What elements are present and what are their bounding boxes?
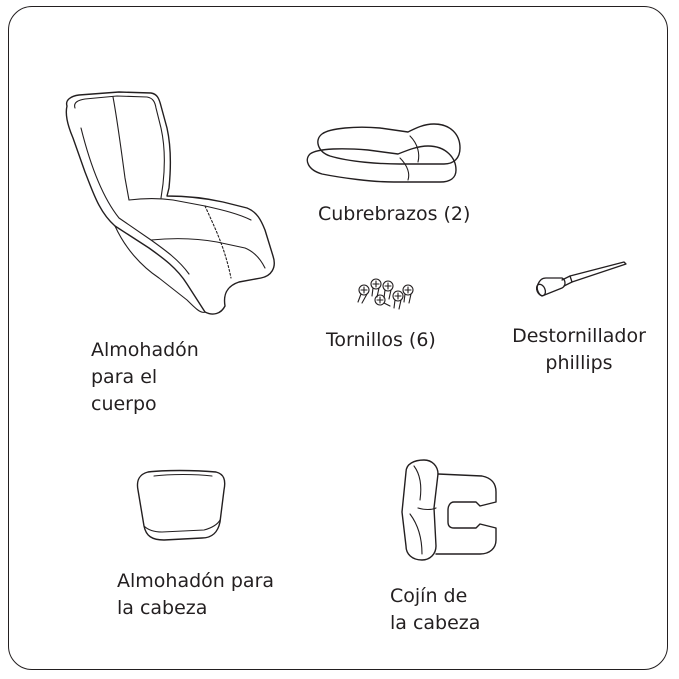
head-cushion-label-line-1: Cojín de: [390, 585, 468, 607]
body-cushion-label: Almohadón para el cuerpo: [91, 337, 199, 418]
phillips-screwdriver-icon: [535, 261, 627, 297]
armrest-covers-label: Cubrebrazos (2): [318, 201, 470, 228]
body-cushion-label-line-1: Almohadón: [91, 339, 199, 361]
screwdriver-label-line-2: phillips: [545, 352, 613, 374]
body-cushion-label-line-2: para el: [91, 366, 158, 388]
head-pillow-label: Almohadón para la cabeza: [117, 568, 274, 622]
head-pillow-label-line-2: la cabeza: [117, 597, 208, 619]
screws-icon: [357, 278, 414, 310]
head-cushion-label-line-2: la cabeza: [390, 612, 481, 634]
parts-list-frame: [8, 6, 668, 670]
screws-label: Tornillos (6): [326, 327, 436, 354]
body-cushion-label-line-3: cuerpo: [91, 393, 157, 415]
screwdriver-label-line-1: Destornillador: [512, 325, 646, 347]
screwdriver-label: Destornillador phillips: [495, 323, 663, 377]
head-cushion-icon: [401, 459, 497, 561]
armrest-covers-icon: [306, 123, 461, 183]
body-cushion-icon: [65, 91, 275, 315]
armrest-covers-label-text: Cubrebrazos (2): [318, 203, 471, 225]
head-pillow-label-line-1: Almohadón para: [117, 570, 275, 592]
head-pillow-icon: [136, 469, 226, 541]
screws-label-text: Tornillos (6): [326, 329, 436, 351]
head-cushion-label: Cojín de la cabeza: [390, 583, 480, 637]
